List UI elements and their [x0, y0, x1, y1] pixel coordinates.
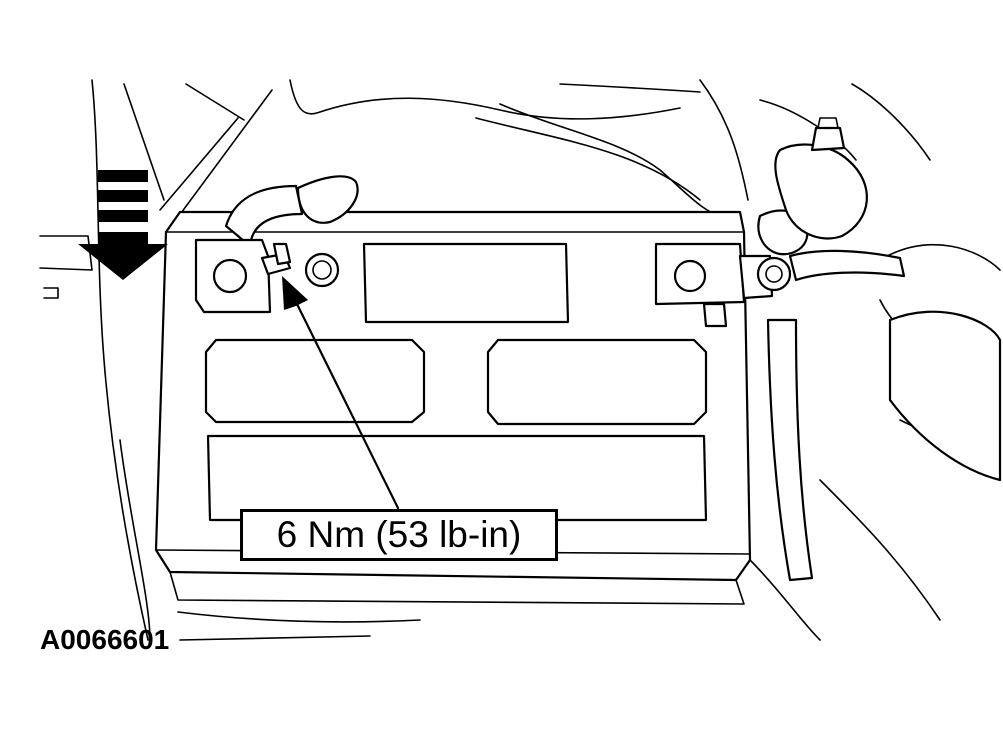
leader-arrow-icon	[282, 276, 400, 510]
positive-terminal	[194, 175, 359, 314]
figure-id: A0066601	[40, 624, 170, 655]
torque-callout: 6 Nm (53 lb-in)	[240, 509, 558, 561]
negative-terminal	[654, 117, 1002, 582]
torque-label: 6 Nm (53 lb-in)	[276, 514, 522, 555]
dashed-down-arrow-icon	[78, 170, 168, 280]
battery	[154, 210, 752, 605]
